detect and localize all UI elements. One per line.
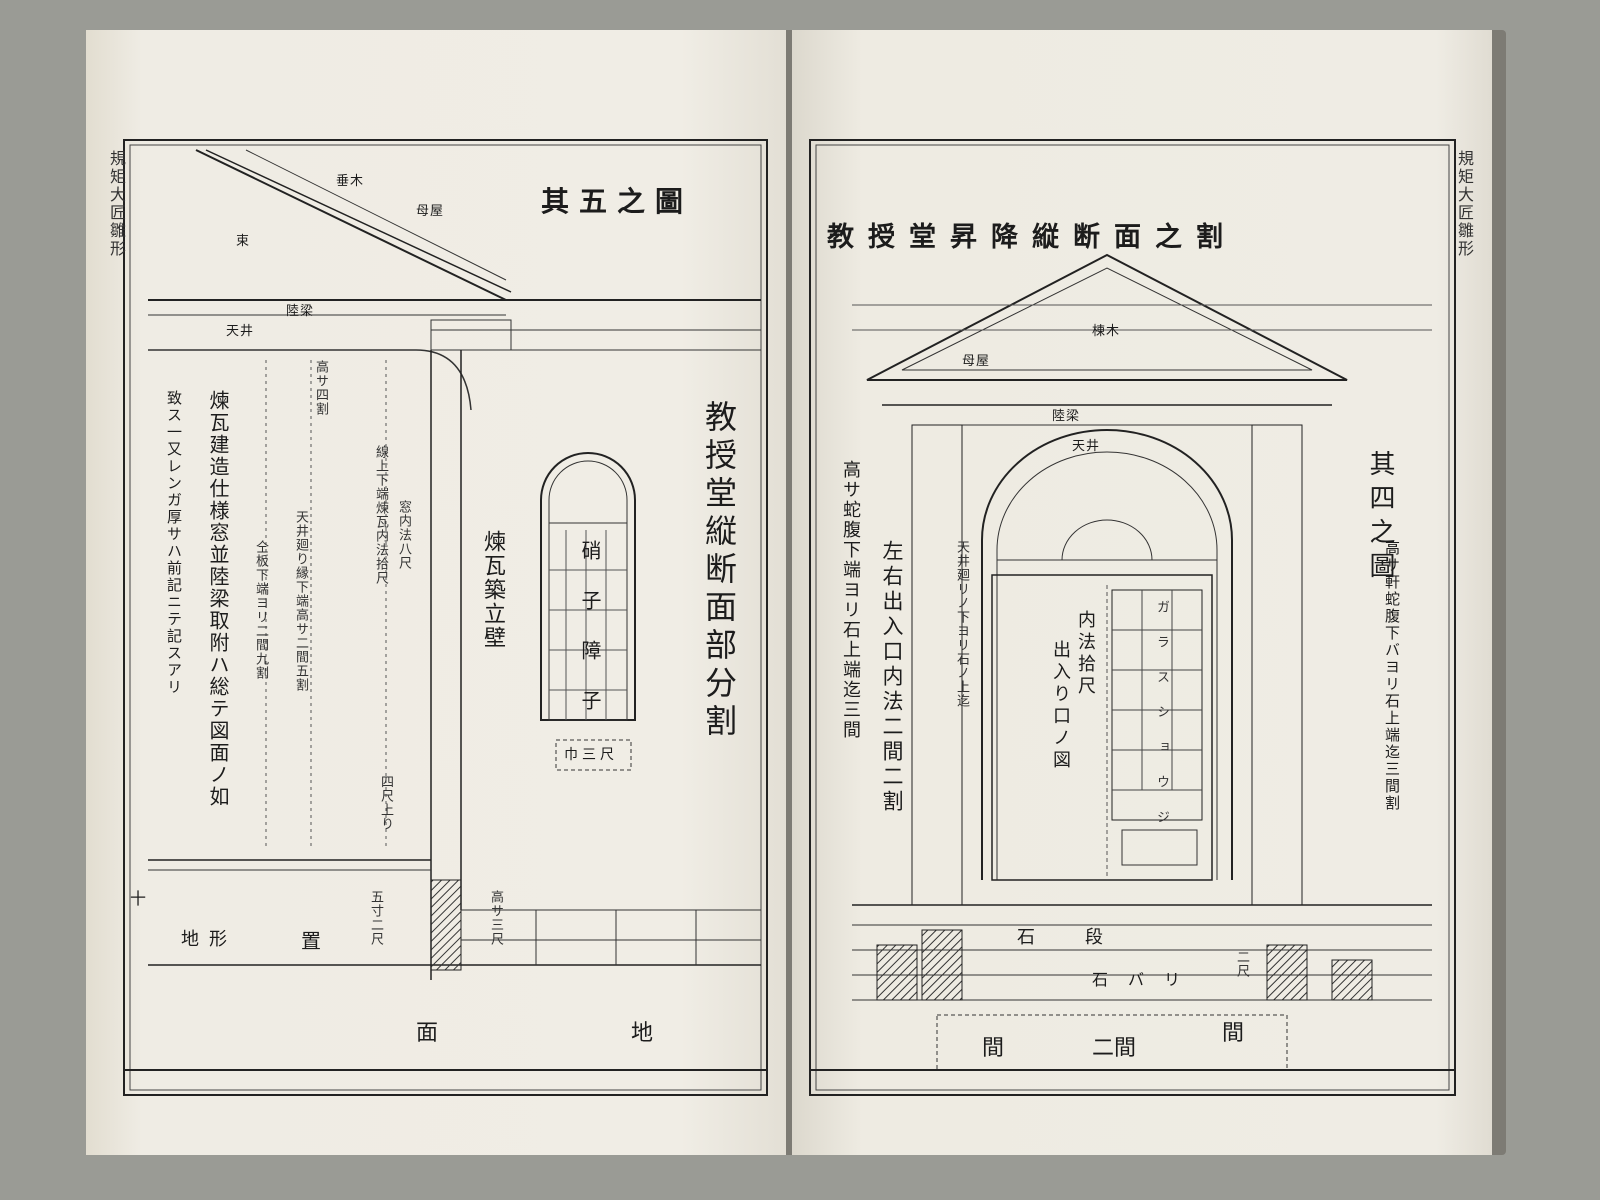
two-feet-label: 二尺 [1234, 950, 1249, 978]
left-height-note: 高サ蛇腹下端ヨリ石上端迄三間 [840, 460, 861, 740]
foundation-label: 石バリ [1092, 970, 1201, 989]
roof-label-strut: 束 [236, 234, 251, 249]
place-label: 置 [301, 929, 321, 953]
roof-label-purlin: 母屋 [416, 204, 445, 219]
construction-note-2: 致ス一又レンガ厚サハ前記ニテ記スアリ [165, 390, 183, 696]
brick-wall-label: 煉瓦築立壁 [480, 530, 505, 650]
left-page-title: 其五之圖 [541, 185, 694, 218]
door-inner-size: 内法拾尺 [1075, 610, 1096, 698]
plinth-height-label: 高サ三尺 [488, 890, 503, 946]
left-page-drawing [123, 139, 768, 1096]
roof-label-ceiling: 天井 [226, 324, 255, 339]
span-label: 二間 [1092, 1036, 1137, 1061]
pediment-label-purlin: 母屋 [962, 354, 991, 369]
ground-label: 地形 [181, 929, 237, 950]
left-page: 規矩大匠雛形 其五之圖 教授堂縦断面部分割 硝子障子 巾三尺 煉瓦築立壁 窓内法… [86, 30, 786, 1155]
pediment-label-ceiling: 天井 [1072, 439, 1101, 454]
window-height-note: 窓内法八尺 [396, 500, 411, 570]
page-number: 十 [130, 889, 147, 908]
pediment-label-beam: 陸梁 [1052, 409, 1081, 424]
right-margin-label: 規矩大匠雛形 [1455, 150, 1474, 258]
floor-note: 仝板下端ヨリ二間九割 [253, 540, 268, 680]
glass-door-label: ガラスショウジ [1154, 600, 1169, 845]
ceiling-note: 天井廻り縁下端高サ二間五割 [293, 510, 308, 692]
left-page-heading: 教授堂縦断面部分割 [700, 400, 738, 742]
right-page-drawing [809, 139, 1456, 1096]
door-opening-note: 左右出入口内法二間二割 [880, 540, 904, 815]
window-width-label: 巾三尺 [564, 747, 618, 763]
floor-height-label: 五寸二尺 [368, 890, 383, 946]
right-height-note: 高サ軒蛇腹下バヨリ石上端迄三間割 [1383, 540, 1401, 812]
right-page-title: 教授堂昇降縦断面之割 [827, 222, 1237, 253]
height-note: 高サ四割 [313, 360, 328, 416]
construction-note: 煉瓦建造仕様窓並陸梁取附ハ総テ図面ノ如 [206, 390, 230, 808]
ceiling-to-stone-note: 天井廻リノ下ヨリ石ノ上迄 [954, 540, 969, 708]
pediment-label-ridge: 棟木 [1092, 324, 1121, 339]
four-feet-label: 四尺上り [378, 775, 393, 831]
stone-step-label: 石段 [1017, 927, 1153, 948]
window-lower-note: 線上下端煉瓦内法拾尺 [373, 445, 388, 585]
span-right-label: 間 [1222, 1021, 1245, 1046]
open-book: 規矩大匠雛形 其五之圖 教授堂縦断面部分割 硝子障子 巾三尺 煉瓦築立壁 窓内法… [86, 30, 1506, 1155]
roof-label-rafter: 垂木 [336, 174, 365, 189]
left-margin-label: 規矩大匠雛形 [107, 150, 126, 258]
right-page-subtitle: 其四之圖 [1365, 450, 1395, 586]
ground-line-left: 面 [416, 1021, 439, 1046]
span-left-label: 間 [982, 1036, 1005, 1061]
window-label: 硝子障子 [578, 540, 602, 740]
door-label: 出入り口ノ図 [1050, 640, 1071, 772]
roof-label-beam: 陸梁 [286, 304, 315, 319]
ground-line-right: 地 [631, 1021, 654, 1046]
right-page: 教授堂昇降縦断面之割 其四之圖 規矩大匠雛形 高サ蛇腹下端ヨリ石上端迄三間 左右… [792, 30, 1492, 1155]
